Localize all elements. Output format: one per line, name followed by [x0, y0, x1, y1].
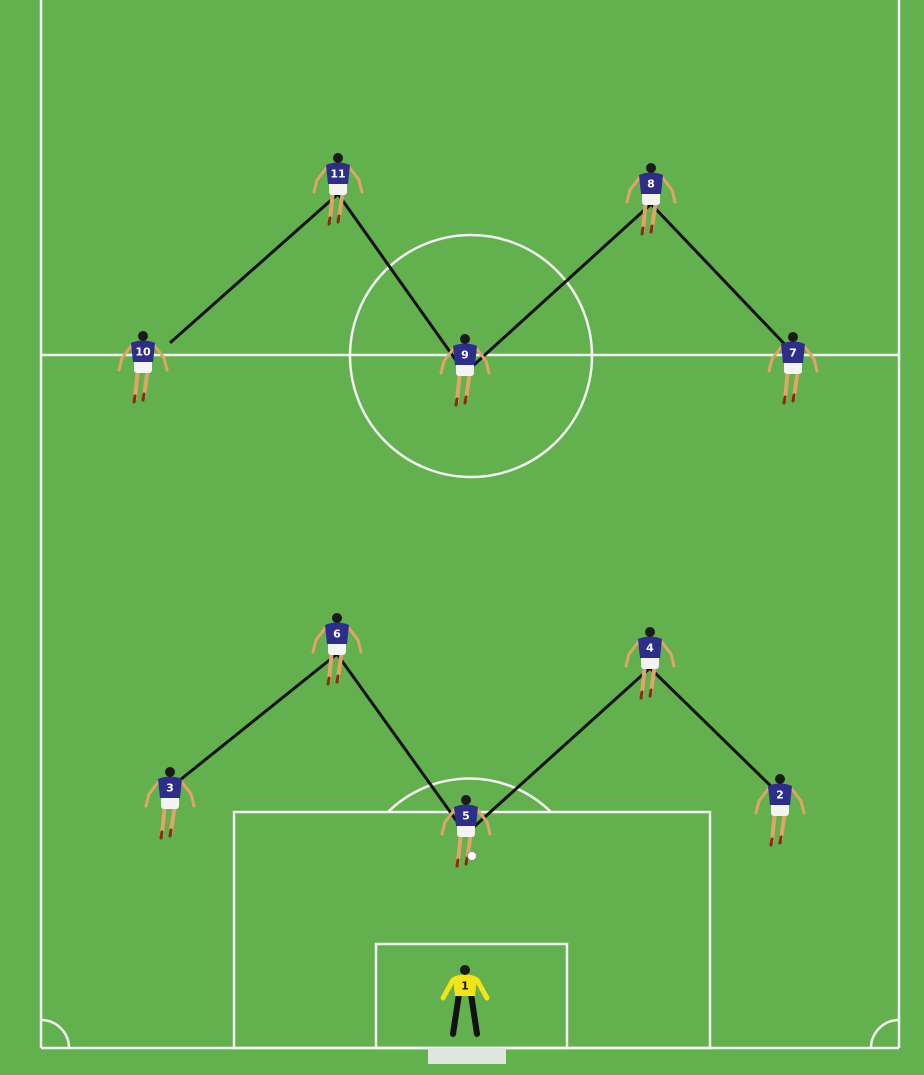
player-number-6: 6 — [333, 628, 341, 641]
player-number-11: 11 — [330, 168, 345, 181]
player-number-7: 7 — [789, 347, 797, 360]
player-number-1: 1 — [461, 980, 469, 993]
player-number-9: 9 — [461, 349, 469, 362]
player-number-2: 2 — [776, 789, 784, 802]
player-number-3: 3 — [166, 782, 174, 795]
goal — [428, 1048, 506, 1064]
player-number-5: 5 — [462, 810, 470, 823]
ball — [468, 852, 477, 861]
player-number-10: 10 — [135, 346, 151, 359]
player-number-4: 4 — [646, 642, 654, 655]
player-number-8: 8 — [647, 178, 655, 191]
